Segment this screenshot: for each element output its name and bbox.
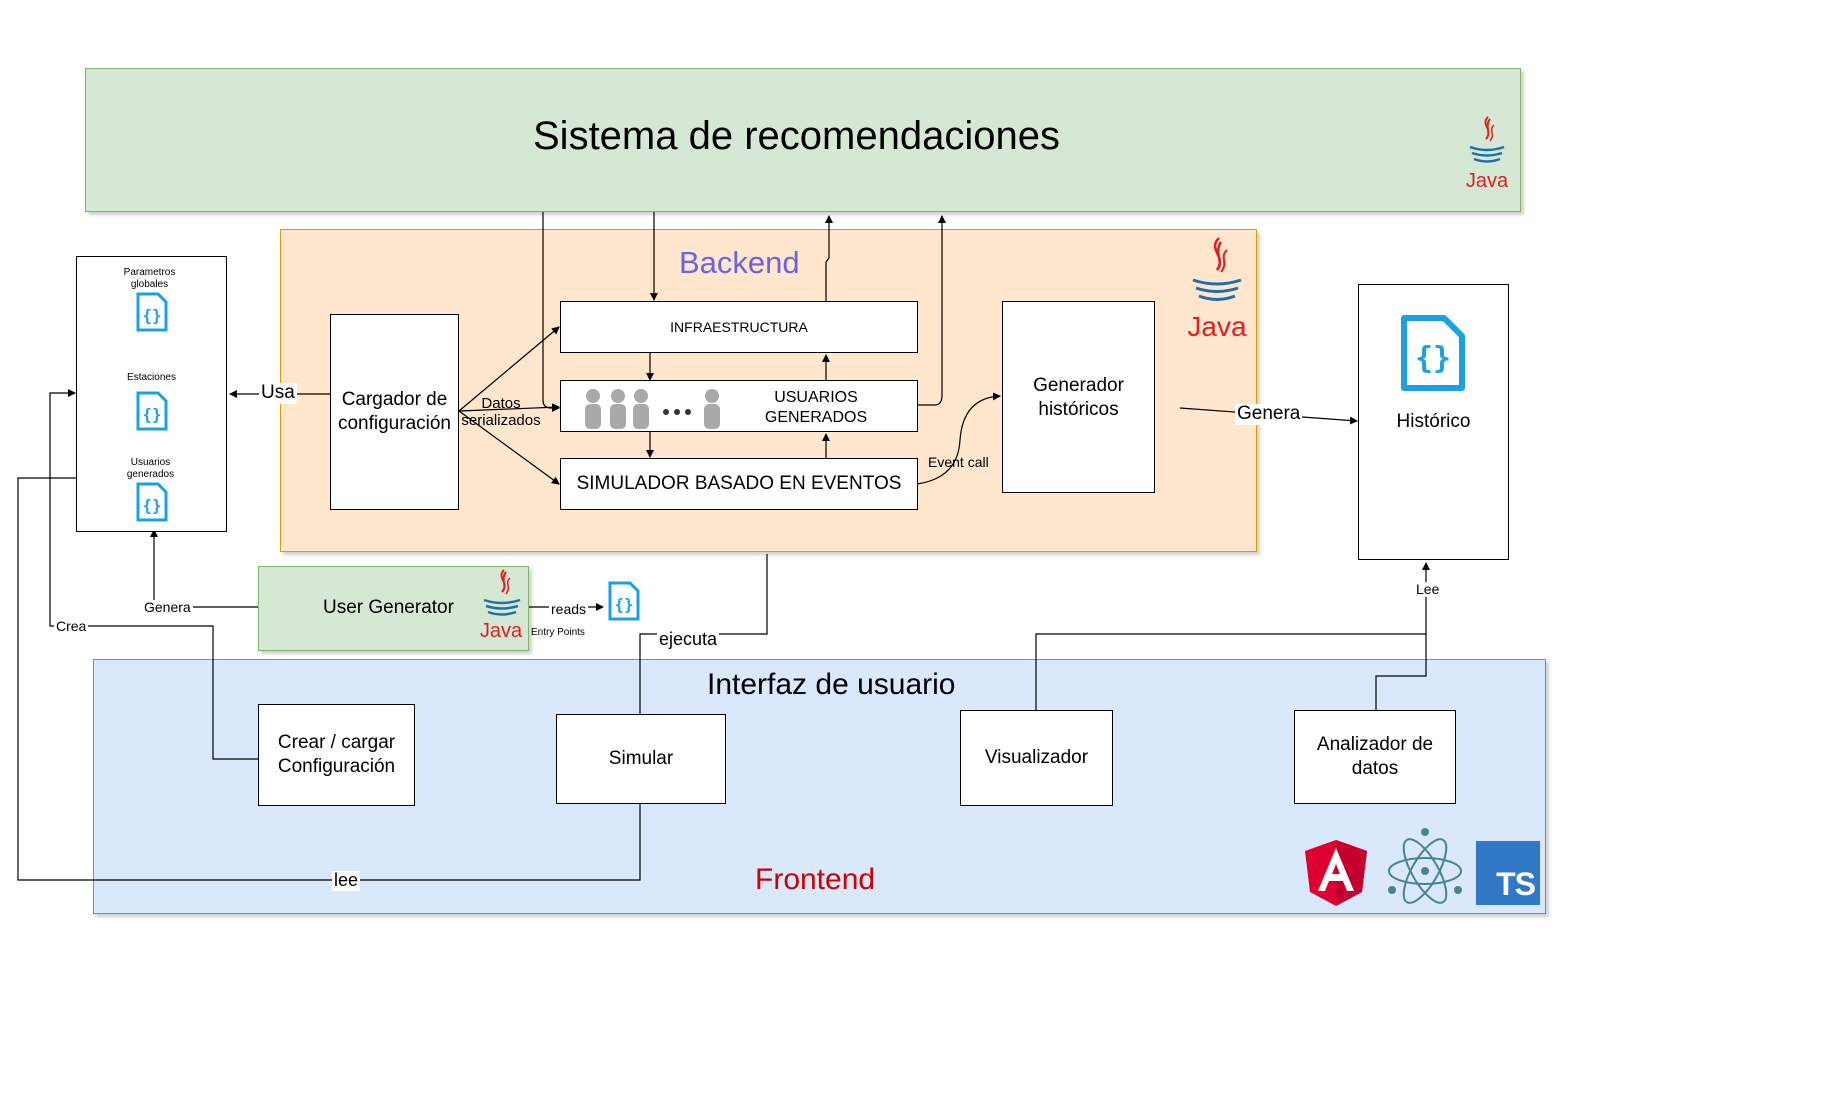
cargador-box: Cargador de configuración bbox=[330, 314, 459, 510]
user-generator-box: User Generator bbox=[258, 566, 529, 651]
historico-box: {} Histórico bbox=[1358, 284, 1509, 560]
wire-usuarios-to-system bbox=[917, 215, 946, 406]
svg-text:{}: {} bbox=[142, 306, 161, 325]
edge-label-genera-historico: Genera bbox=[1235, 403, 1303, 425]
svg-text:{}: {} bbox=[614, 595, 633, 614]
simulador-box: SIMULADOR BASADO EN EVENTOS bbox=[560, 458, 918, 510]
svg-text:{}: {} bbox=[142, 496, 161, 515]
wire-usergen-to-config bbox=[150, 529, 258, 608]
wire-analizador-lee bbox=[1375, 634, 1427, 710]
svg-text:Java: Java bbox=[1187, 311, 1247, 342]
edge-label-datos-serializados: Datos serializados bbox=[461, 395, 541, 429]
historico-json-icon: {} bbox=[1401, 315, 1465, 391]
wire-crear-to-config bbox=[49, 389, 258, 760]
wire-simular-lee-config bbox=[17, 477, 641, 881]
frontend-title: Interfaz de usuario bbox=[707, 668, 956, 701]
user-generator-label: User Generator bbox=[323, 597, 454, 618]
simular-label: Simular bbox=[608, 748, 674, 769]
wire-cargador-to-usuarios bbox=[458, 403, 560, 412]
edge-label-lee-config: lee bbox=[332, 870, 361, 891]
visualizador-box: Visualizador bbox=[960, 710, 1113, 806]
usuarios-json-icon: {} bbox=[136, 482, 168, 522]
entry-points-label: Entry Points bbox=[531, 627, 585, 638]
generador-label: Generador históricos bbox=[1033, 375, 1124, 420]
usuarios-generados-box: USUARIOS GENERADOS bbox=[560, 380, 918, 432]
crear-configuracion-label: Crear / cargar Configuración bbox=[277, 732, 396, 777]
config-files-panel: Parametros globales {} Estaciones {} Usu… bbox=[76, 256, 227, 532]
svg-text:{}: {} bbox=[1415, 341, 1451, 376]
edge-label-crea: Crea bbox=[54, 618, 89, 635]
cargador-label: Cargador de configuración bbox=[337, 389, 452, 434]
usuarios-generados-label: USUARIOS GENERADOS bbox=[764, 389, 868, 426]
angular-logo-icon bbox=[1305, 840, 1367, 906]
simulador-label: SIMULADOR BASADO EN EVENTOS bbox=[576, 473, 902, 494]
edge-label-ejecuta: ejecuta bbox=[657, 629, 720, 650]
visualizador-label: Visualizador bbox=[984, 747, 1089, 768]
svg-text:Java: Java bbox=[480, 620, 523, 642]
infraestructura-box: INFRAESTRUCTURA bbox=[560, 301, 918, 353]
wire-cargador-to-simulador bbox=[458, 410, 560, 485]
generador-box: Generador históricos bbox=[1002, 301, 1155, 493]
entry-points-json-icon: {} bbox=[608, 581, 640, 621]
edge-label-lee-historico: Lee bbox=[1414, 581, 1442, 598]
wire-system-to-usuarios bbox=[542, 212, 560, 412]
svg-text:Java: Java bbox=[1466, 170, 1509, 192]
typescript-logo-text: TS bbox=[1496, 866, 1536, 902]
simular-box: Simular bbox=[556, 714, 726, 804]
edge-label-event-call: Event call bbox=[928, 454, 989, 470]
parametros-json-icon: {} bbox=[136, 292, 168, 332]
recommendations-system-box bbox=[85, 68, 1521, 212]
infraestructura-label: INFRAESTRUCTURA bbox=[670, 319, 808, 335]
edge-label-usa: Usa bbox=[259, 382, 297, 404]
wire-event-call bbox=[916, 392, 1001, 485]
java-logo-backend-icon: Java bbox=[1187, 237, 1247, 342]
edge-label-genera-users: Genera bbox=[142, 599, 193, 616]
svg-text:{}: {} bbox=[142, 405, 161, 424]
parametros-label: Parametros globales bbox=[123, 267, 176, 290]
historico-label: Histórico bbox=[1396, 411, 1471, 432]
frontend-footer-label: Frontend bbox=[755, 863, 876, 896]
crear-configuracion-box: Crear / cargar Configuración bbox=[258, 704, 415, 806]
java-logo-icon: Java bbox=[1466, 116, 1509, 192]
backend-title: Backend bbox=[679, 245, 800, 280]
edge-label-reads: reads bbox=[549, 601, 589, 618]
wire-visualizador-lee bbox=[1035, 562, 1430, 710]
wire-cargador-to-infra bbox=[458, 326, 560, 412]
analizador-box: Analizador de datos bbox=[1294, 710, 1456, 804]
electron-logo-icon bbox=[1388, 828, 1462, 904]
users-group-icon bbox=[585, 389, 720, 429]
java-logo-usergen-icon: Java bbox=[480, 569, 523, 642]
typescript-logo-icon: TS bbox=[1476, 841, 1540, 905]
wire-infra-to-system bbox=[825, 215, 833, 301]
estaciones-label: Estaciones bbox=[127, 372, 176, 383]
usuarios-generados-file-label: Usuarios generados bbox=[126, 457, 175, 480]
recommendations-title: Sistema de recomendaciones bbox=[533, 114, 1060, 158]
estaciones-json-icon: {} bbox=[136, 391, 168, 431]
analizador-label: Analizador de datos bbox=[1316, 734, 1434, 779]
